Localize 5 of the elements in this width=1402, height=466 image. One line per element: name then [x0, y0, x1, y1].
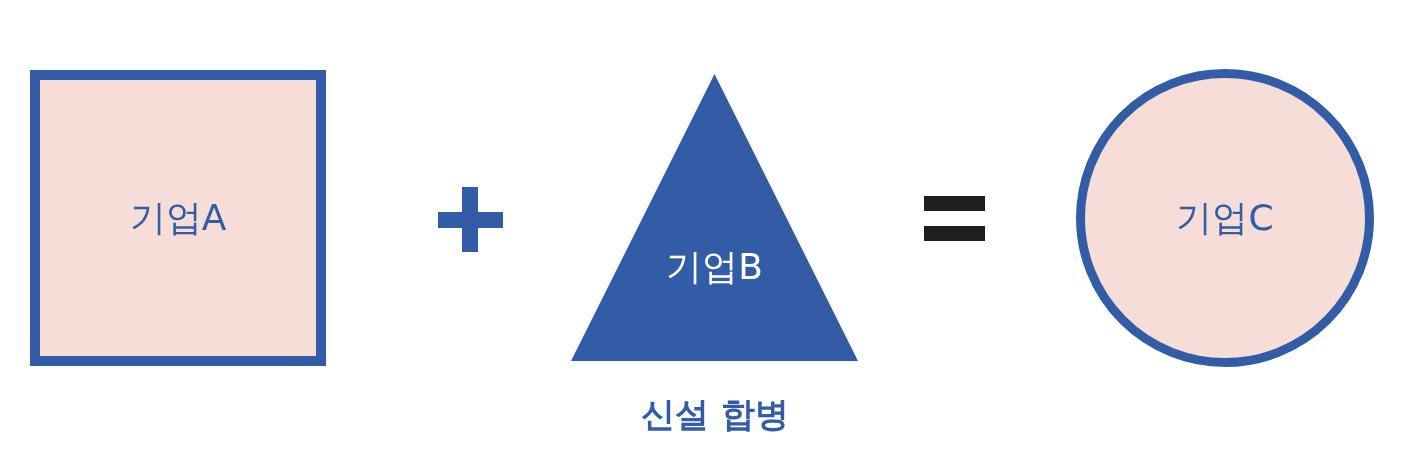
caption: 신설 합병 — [640, 393, 790, 436]
square-box — [30, 70, 326, 366]
node-label: 기업A — [129, 195, 227, 240]
node-label: 기업C — [1176, 195, 1274, 240]
node-label: 기업B — [666, 245, 763, 289]
